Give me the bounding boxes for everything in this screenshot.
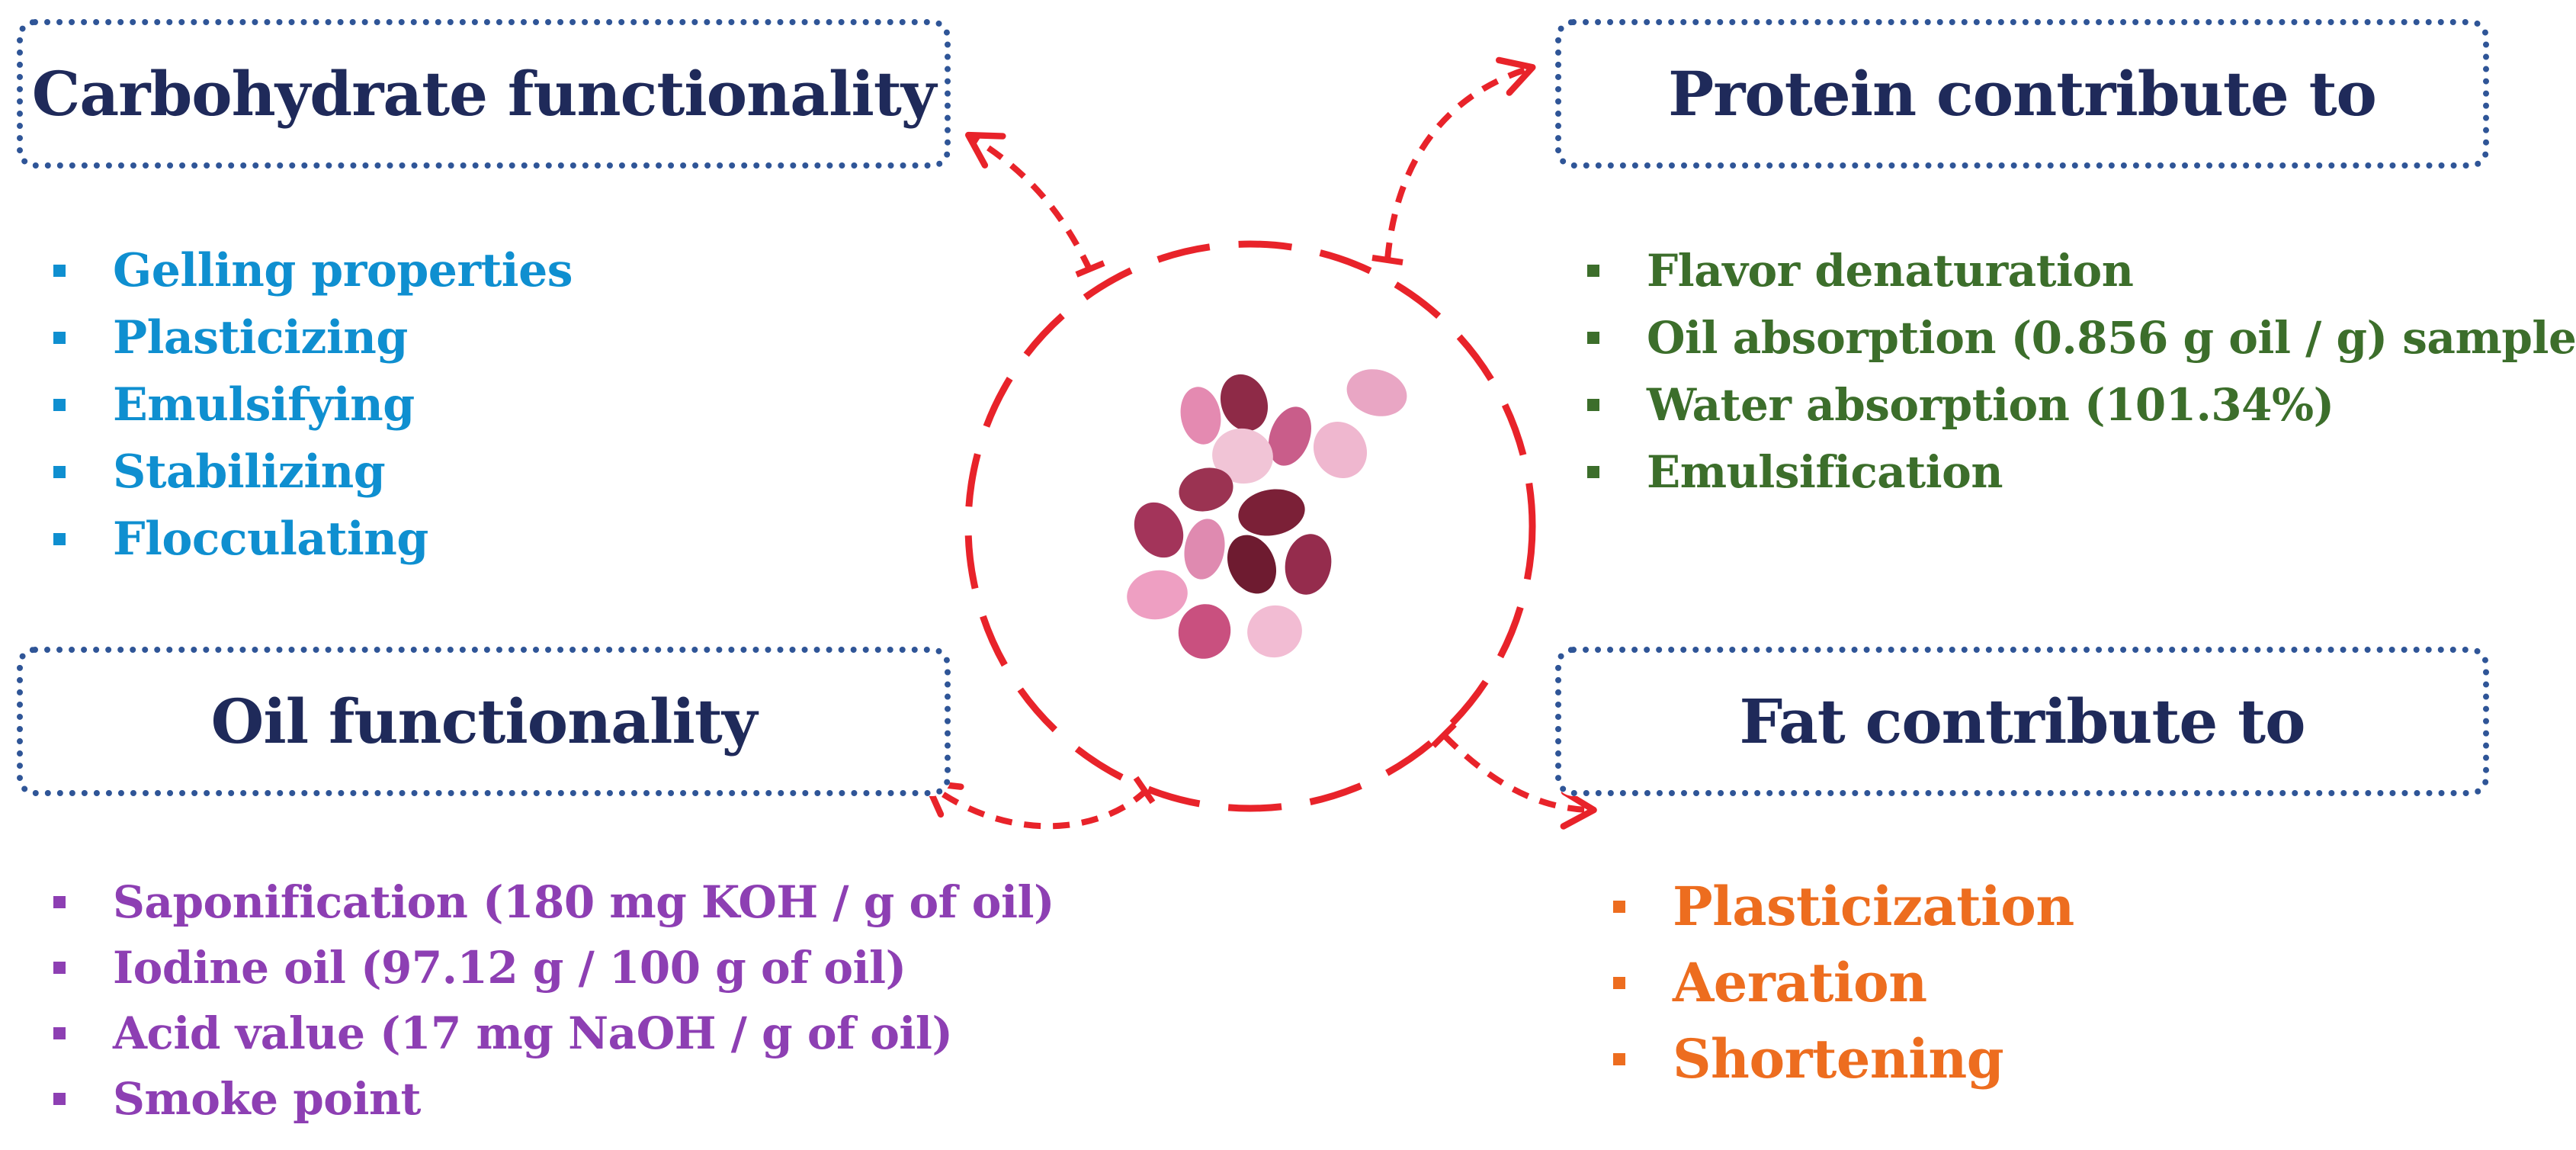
- bullet-icon: [53, 265, 66, 277]
- list-item: Aeration: [1613, 945, 2074, 1021]
- bullet-icon: [1587, 399, 1599, 411]
- bullet-icon: [1587, 466, 1599, 478]
- bullet-icon: [1613, 901, 1625, 913]
- bullet-icon: [53, 1027, 66, 1039]
- list-item: Flavor denaturation: [1587, 237, 2576, 304]
- connector-protein: [1384, 56, 1536, 260]
- bullet-icon: [53, 332, 66, 344]
- list-item: Shortening: [1613, 1021, 2074, 1097]
- oil-title: Oil functionality: [210, 686, 758, 757]
- list-item: Plasticization: [1613, 869, 2074, 945]
- fat-title: Fat contribute to: [1739, 686, 2306, 757]
- carbohydrate-title: Carbohydrate functionality: [31, 58, 937, 130]
- connector-fat: [1442, 734, 1597, 830]
- bean-seeds-icon: [1127, 369, 1407, 659]
- list-item: Emulsifying: [53, 371, 573, 438]
- list-item: Oil absorption (0.856 g oil / g) sample: [1587, 304, 2576, 371]
- list-item: Smoke point: [53, 1066, 1054, 1132]
- protein-title: Protein contribute to: [1668, 58, 2377, 130]
- bullet-icon: [1613, 1053, 1625, 1065]
- list-item: Water absorption (101.34%): [1587, 371, 2576, 438]
- bullet-icon: [53, 533, 66, 545]
- list-item: Flocculating: [53, 506, 573, 573]
- oil-list: Saponification (180 mg KOH / g of oil) I…: [53, 869, 1055, 1132]
- list-item: Plasticizing: [53, 304, 573, 371]
- center-circle: [964, 240, 1536, 812]
- connector-carbohydrate: [965, 131, 1093, 272]
- list-item: Stabilizing: [53, 438, 573, 506]
- list-item: Iodine oil (97.12 g / 100 g of oil): [53, 935, 1054, 1001]
- connector-diagram: [923, 56, 1597, 830]
- list-item: Saponification (180 mg KOH / g of oil): [53, 869, 1055, 935]
- bullet-icon: [53, 399, 66, 411]
- bullet-icon: [1587, 332, 1599, 344]
- connector-oil: [923, 779, 1150, 830]
- fat-list: Plasticization Aeration Shortening: [1613, 869, 2074, 1097]
- protein-box: Protein contribute to: [1555, 19, 2489, 169]
- bullet-icon: [53, 466, 66, 478]
- carbohydrate-list: Gelling properties Plasticizing Emulsify…: [53, 237, 573, 573]
- fat-box: Fat contribute to: [1555, 647, 2489, 796]
- carbohydrate-box: Carbohydrate functionality: [17, 19, 951, 169]
- oil-box: Oil functionality: [17, 647, 951, 796]
- list-item: Gelling properties: [53, 237, 573, 304]
- list-item: Acid value (17 mg NaOH / g of oil): [53, 1001, 1054, 1066]
- protein-list: Flavor denaturation Oil absorption (0.85…: [1587, 237, 2576, 506]
- bullet-icon: [1587, 265, 1599, 277]
- bullet-icon: [53, 1093, 66, 1105]
- bullet-icon: [53, 962, 66, 974]
- list-item: Emulsification: [1587, 438, 2576, 506]
- bullet-icon: [53, 896, 66, 908]
- bullet-icon: [1613, 977, 1625, 989]
